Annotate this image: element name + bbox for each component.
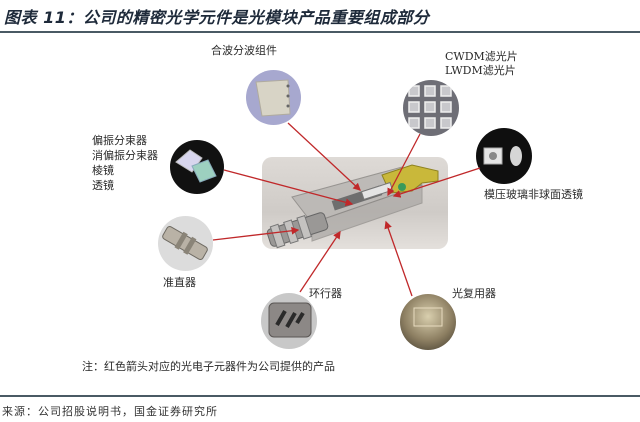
- aspheric-lens-illustration: [483, 146, 522, 166]
- top-divider: [0, 31, 640, 33]
- filters-grid-illustration: [408, 85, 452, 129]
- label-line: 偏振分束器: [92, 134, 147, 147]
- label-line: 棱镜: [92, 164, 114, 177]
- circulator-image: [261, 293, 317, 349]
- label-collimator: 准直器: [163, 276, 196, 290]
- figure-source: 来源：公司招股说明书，国金证券研究所: [2, 405, 218, 418]
- circulator-illustration: [268, 302, 312, 338]
- arrow-collimator: [212, 226, 300, 241]
- label-line: 准直器: [163, 276, 196, 289]
- label-mux-demux: 合波分波组件: [211, 44, 277, 58]
- collimator-image: [158, 216, 213, 271]
- optical-multiplexer-image: [400, 294, 456, 350]
- filters-image: [403, 80, 459, 136]
- label-line: 光复用器: [452, 287, 496, 300]
- arrow-mux-demux: [287, 122, 361, 191]
- label-polarization: 偏振分束器 消偏振分束器 棱镜 透镜: [92, 133, 158, 193]
- mux-demux-image: [246, 70, 301, 125]
- collimator-illustration: [162, 226, 208, 260]
- label-optical-multiplexer: 光复用器: [452, 287, 496, 301]
- prism-illustration: [175, 149, 217, 183]
- bottom-divider: [0, 395, 640, 397]
- label-line: 模压玻璃非球面透镜: [484, 188, 583, 201]
- arrow-optical-multiplexer: [384, 220, 413, 297]
- aspheric-lens-image: [476, 128, 532, 184]
- label-line: 合波分波组件: [211, 44, 277, 57]
- label-line: 环行器: [309, 287, 342, 300]
- figure-title: 图表 11：公司的精密光学元件是光模块产品重要组成部分: [4, 8, 430, 27]
- arrow-polarization: [223, 169, 354, 207]
- arrow-aspheric-lens: [392, 167, 481, 198]
- arrow-circulator: [299, 230, 341, 293]
- figure-note: 注：红色箭头对应的光电子元器件为公司提供的产品: [82, 360, 335, 373]
- label-aspheric-lens: 模压玻璃非球面透镜: [484, 188, 583, 202]
- polarization-optics-image: [170, 140, 224, 194]
- label-line: 消偏振分束器: [92, 149, 158, 162]
- mux-demux-illustration: [255, 79, 291, 117]
- label-line: CWDM滤光片: [445, 50, 518, 63]
- label-line: 透镜: [92, 179, 114, 192]
- optical-module-image: [262, 157, 448, 249]
- label-line: LWDM滤光片: [445, 64, 516, 77]
- optical-multiplexer-illustration: [413, 307, 443, 327]
- label-filters: CWDM滤光片 LWDM滤光片: [445, 50, 518, 78]
- label-circulator: 环行器: [309, 287, 342, 301]
- arrow-filters: [387, 133, 421, 197]
